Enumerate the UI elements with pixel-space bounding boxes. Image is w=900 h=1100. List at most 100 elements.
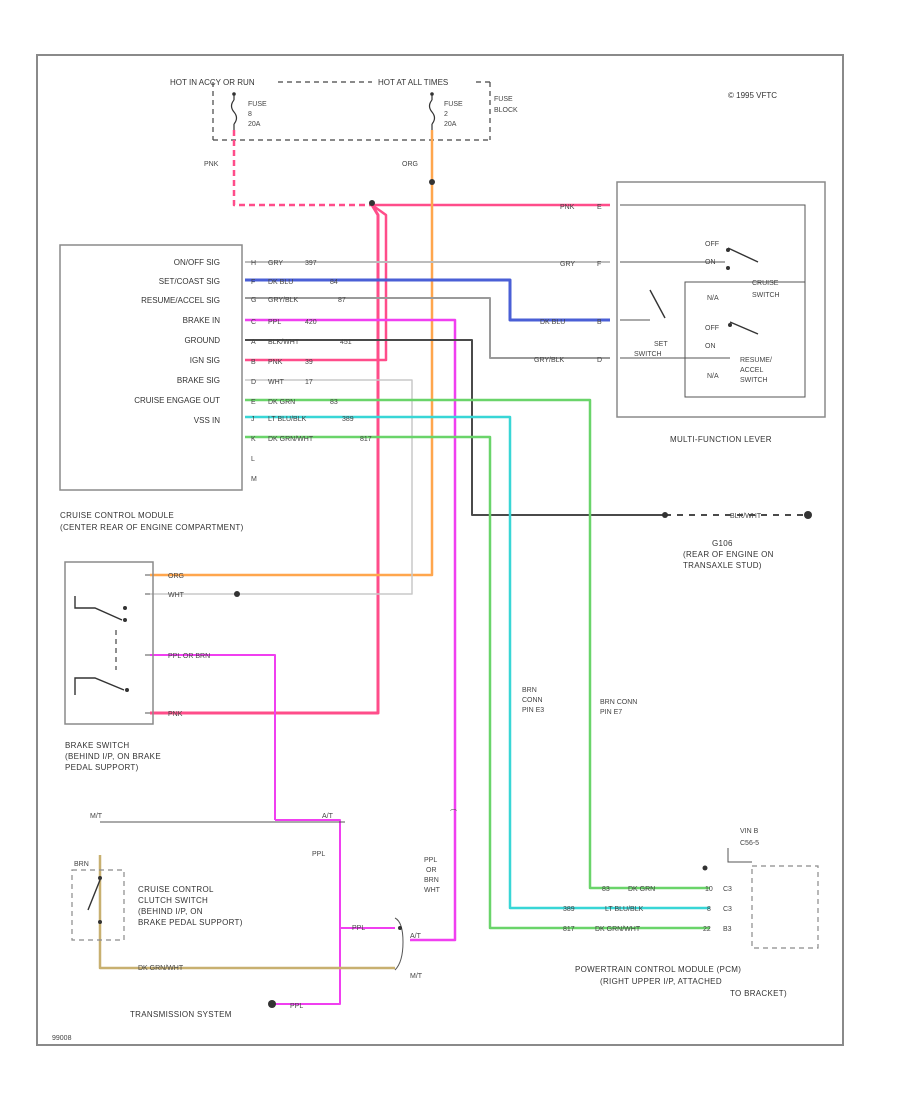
- ppl-or-brn-3: BRN: [424, 877, 439, 884]
- trans-caption: TRANSMISSION SYSTEM: [130, 1010, 232, 1019]
- clutch-caption-3: (BEHIND I/P, ON: [138, 907, 203, 916]
- lever-on-label-2: ON: [705, 343, 716, 350]
- ppl-or-brn-4: WHT: [424, 887, 441, 894]
- pcm-row-color: DK GRN: [628, 886, 655, 893]
- lever-pin: F: [597, 261, 601, 268]
- wire-pnk-label: PNK: [204, 161, 219, 168]
- conn-right-1: BRN CONN: [600, 699, 637, 706]
- connector-labels: BRN CONN PIN E3 BRN CONN PIN E7 ⌒: [450, 687, 637, 817]
- hot-all-label: HOT AT ALL TIMES: [378, 78, 448, 87]
- lever-off-label-1: OFF: [705, 241, 719, 248]
- module-pin-letter: A: [251, 339, 256, 346]
- module-pin-letter: F: [251, 279, 255, 286]
- fuse-block-label-1: FUSE: [494, 96, 513, 103]
- conn-left-2: CONN: [522, 697, 543, 704]
- module-circuit: 39: [305, 359, 313, 366]
- module-circuit: 83: [330, 399, 338, 406]
- clutch-caption-4: BRAKE PEDAL SUPPORT): [138, 918, 243, 927]
- trans-ppl-label: PPL: [352, 925, 365, 932]
- ground-icon: [804, 511, 812, 519]
- lever-wire-color: DK BLU: [540, 319, 565, 326]
- module-circuit: 84: [330, 279, 338, 286]
- lever-wire-color: GRY/BLK: [534, 357, 565, 364]
- resume-switch-label-2: ACCEL: [740, 367, 763, 374]
- ppl-or-brn-1: PPL: [424, 857, 437, 864]
- module-caption-1: CRUISE CONTROL MODULE: [60, 511, 174, 520]
- fuse-a-label-1: FUSE: [248, 101, 267, 108]
- set-switch-label-2: SWITCH: [634, 351, 662, 358]
- module-pin-name: RESUME/ACCEL SIG: [141, 296, 220, 305]
- brake-caption-1: BRAKE SWITCH: [65, 741, 130, 750]
- fuse-b-label-1: FUSE: [444, 101, 463, 108]
- brake-switch-icon-1: [74, 596, 123, 621]
- pcm-row-circuit: 83: [602, 886, 610, 893]
- module-pin-letter: B: [251, 359, 256, 366]
- pcm-header-2: C56-5: [740, 840, 759, 847]
- transmission-system: PPL A/T M/T PPL TRANSMISSION SYSTEM: [130, 917, 423, 1019]
- fuse-a-label-2: 8: [248, 111, 252, 118]
- pcm-header-1: VIN B: [740, 828, 759, 835]
- conn-right-2: PIN E7: [600, 709, 622, 716]
- diagram-frame: [36, 54, 844, 1046]
- cruise-switch-icon: [727, 247, 759, 263]
- module-circuit: 451: [340, 339, 352, 346]
- cruise-switch-label-2: SWITCH: [752, 292, 780, 299]
- fuse-b-icon: [428, 99, 436, 125]
- cruise-switch-label-1: CRUISE: [752, 280, 779, 287]
- pcm-caption-1: POWERTRAIN CONTROL MODULE (PCM): [575, 965, 741, 974]
- clutch-switch-icon: [87, 879, 101, 911]
- clutch-ppl-label: PPL: [312, 851, 325, 858]
- brake-switch: ORG WHT PPL OR BRN PNK BRAKE SWITCH (BEH…: [64, 561, 210, 772]
- lever-na-label-2: N/A: [707, 373, 719, 380]
- module-wire-color: WHT: [268, 379, 285, 386]
- module-pin-name: GROUND: [184, 336, 220, 345]
- clutch-caption-2: CLUTCH SWITCH: [138, 896, 208, 905]
- clutch-at-label: A/T: [322, 813, 334, 820]
- module-circuit: 817: [360, 436, 372, 443]
- resume-switch-label-1: RESUME/: [740, 357, 772, 364]
- module-pin-letter: G: [251, 297, 256, 304]
- pcm-row-cav: B3: [723, 926, 732, 933]
- ground-wire-color: BLK/WHT: [730, 513, 762, 520]
- module-pin-letter: E: [251, 399, 256, 406]
- ground-caption-3: TRANSAXLE STUD): [683, 561, 762, 570]
- lever-pin: B: [597, 319, 602, 326]
- brake-caption-2: (BEHIND I/P, ON BRAKE: [65, 752, 161, 761]
- brake-caption-3: PEDAL SUPPORT): [65, 763, 139, 772]
- module-wire-color: GRY: [268, 260, 283, 267]
- wires: [98, 130, 805, 1005]
- pcm-row-circuit: 389: [563, 906, 575, 913]
- brake-wire-color: PPL OR BRN: [168, 653, 210, 660]
- resume-switch-icon: [729, 321, 759, 335]
- transmission-arrow-icon: [268, 1000, 276, 1008]
- lever-wire-color: PNK: [560, 204, 575, 211]
- fuse-b-label-2: 2: [444, 111, 448, 118]
- module-pin-letter: L: [251, 456, 255, 463]
- ppl-or-brn-2: OR: [426, 867, 437, 874]
- module-circuit: 389: [342, 416, 354, 423]
- clutch-bottom-wire: DK GRN/WHT: [138, 965, 184, 972]
- module-pin-letter: J: [251, 416, 255, 423]
- pcm-row-cav: C3: [723, 886, 732, 893]
- trans-at-label: A/T: [410, 933, 422, 940]
- set-switch-label-1: SET: [654, 341, 668, 348]
- ground-caption-1: G106: [712, 539, 733, 548]
- clutch-brn-label: BRN: [74, 861, 89, 868]
- clutch-mt-label: M/T: [90, 813, 103, 820]
- module-pin-name: CRUISE ENGAGE OUT: [134, 396, 220, 405]
- module-pin-name: VSS IN: [194, 416, 220, 425]
- clutch-switch: M/T A/T BRN PPL CRUISE CONTROL CLUTCH SW…: [71, 813, 441, 972]
- fuse-b-label-3: 20A: [444, 121, 457, 128]
- trans-mt-label: M/T: [410, 973, 423, 980]
- module-wire-color: PPL: [268, 319, 281, 326]
- module-pin-name: SET/COAST SIG: [159, 277, 220, 286]
- module-wire-color: PNK: [268, 359, 283, 366]
- pcm-row-pin: 10: [705, 886, 713, 893]
- module-caption-2: (CENTER REAR OF ENGINE COMPARTMENT): [60, 523, 244, 532]
- cruise-control-module: ON/OFF SIG SET/COAST SIG RESUME/ACCEL SI…: [59, 244, 372, 532]
- fuse-block-label-2: BLOCK: [494, 107, 518, 114]
- pcm-row-color: LT BLU/BLK: [605, 906, 644, 913]
- module-wire-color: DK BLU: [268, 279, 293, 286]
- conn-marker: ⌒: [450, 809, 457, 817]
